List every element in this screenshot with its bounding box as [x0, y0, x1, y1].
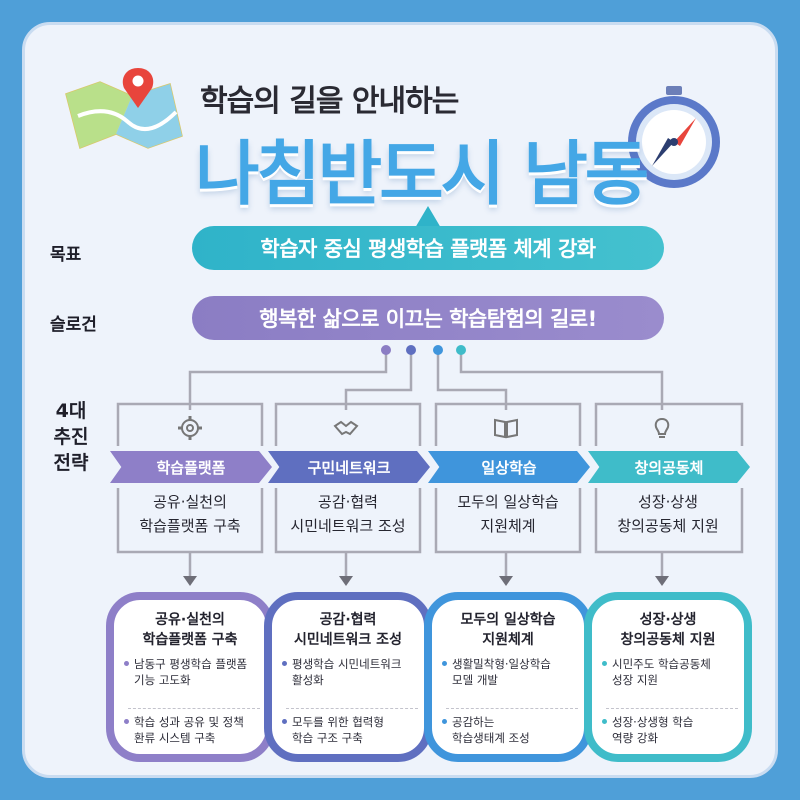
slogan-label: 슬로건	[50, 315, 97, 335]
map-icon	[65, 68, 183, 150]
page-title: 나침반도시 남동	[195, 133, 649, 215]
slogan-pill: 행복한 삶으로 이끄는 학습탐험의 길로!	[192, 296, 664, 340]
strategy-label: 4대 추진 전략	[53, 400, 89, 474]
location-pin-icon	[122, 68, 154, 108]
gear-icon	[178, 416, 202, 440]
subtitle: 학습의 길을 안내하는	[200, 84, 459, 119]
compass-icon	[628, 86, 720, 188]
strategy-chevron-3: 일상학습	[428, 451, 590, 483]
book-icon	[494, 418, 518, 439]
handshake-icon	[333, 420, 359, 436]
strategy-chevron-2: 구민네트워크	[268, 451, 430, 483]
strategy-chevron-4: 창의공동체	[588, 451, 750, 483]
pointer-triangle	[415, 206, 441, 228]
goal-pill: 학습자 중심 평생학습 플랫폼 체계 강화	[192, 226, 664, 270]
goal-label: 목표	[50, 245, 82, 265]
lightbulb-icon	[654, 417, 670, 438]
strategy-chevron-1: 학습플랫폼	[110, 451, 272, 483]
